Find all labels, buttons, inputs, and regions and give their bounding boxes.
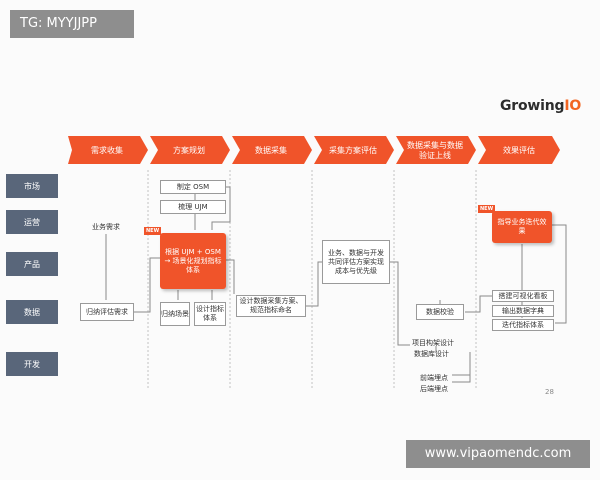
node-dictionary: 输出数据字典 (492, 305, 554, 317)
role-operation: 运营 (6, 210, 58, 234)
node-project-design: 项目构架设计 (412, 339, 454, 347)
node-core-plan: 根据 UJM + OSM → 场景化规划指标体系 (160, 233, 226, 289)
node-data-check: 数据校验 (416, 304, 464, 320)
role-dev: 开发 (6, 352, 58, 376)
node-set-osm: 制定 OSM (160, 180, 226, 194)
phase-5: 数据采集与数据验证上线 (407, 141, 463, 160)
node-frontend-track: 前端埋点 (420, 374, 448, 382)
node-backend-track: 后端埋点 (420, 385, 448, 393)
node-evaluate: 业务、数据与开发共同评估方案实现成本与优先级 (322, 240, 390, 284)
watermark: www.vipaomendc.com (406, 440, 590, 468)
new-badge: NEW (144, 227, 162, 235)
node-summarize-need: 归纳评估需求 (80, 303, 134, 321)
node-iterate-index: 迭代指标体系 (492, 319, 554, 331)
node-design-index: 设计指标体系 (194, 302, 226, 326)
phase-2: 方案规划 (173, 146, 205, 155)
role-market: 市场 (6, 174, 58, 198)
node-guide-business: 指导业务迭代效果 (492, 211, 552, 243)
phase-arrow-2 (150, 136, 230, 164)
new-badge-2: NEW (478, 205, 496, 213)
phase-arrow-4 (314, 136, 394, 164)
phase-4: 采集方案评估 (329, 146, 377, 155)
logo-main: Growing (500, 98, 565, 114)
logo-accent: IO (564, 98, 582, 114)
phase-1: 需求收集 (91, 146, 123, 155)
role-data: 数据 (6, 300, 58, 324)
tag-label: TG: MYYJJPP (10, 10, 134, 38)
node-db-design: 数据库设计 (414, 350, 449, 358)
node-summarize-scene: 归纳场景 (160, 302, 190, 326)
node-dashboard: 搭建可视化看板 (492, 290, 554, 302)
node-business-need: 业务需求 (92, 223, 120, 231)
node-design-collect: 设计数据采集方案、规范指标命名 (236, 295, 306, 317)
node-sort-ujm: 梳理 UJM (160, 200, 226, 214)
growingio-logo: GrowingIO (500, 98, 581, 114)
phase-arrow-3 (232, 136, 312, 164)
page-number: 28 (545, 388, 554, 396)
phase-3: 数据采集 (255, 146, 287, 155)
phase-6: 效果评估 (503, 146, 535, 155)
phase-arrow-1 (68, 136, 148, 164)
role-product: 产品 (6, 252, 58, 276)
phase-arrow-6 (478, 136, 560, 164)
phase-arrow-5 (396, 136, 476, 164)
